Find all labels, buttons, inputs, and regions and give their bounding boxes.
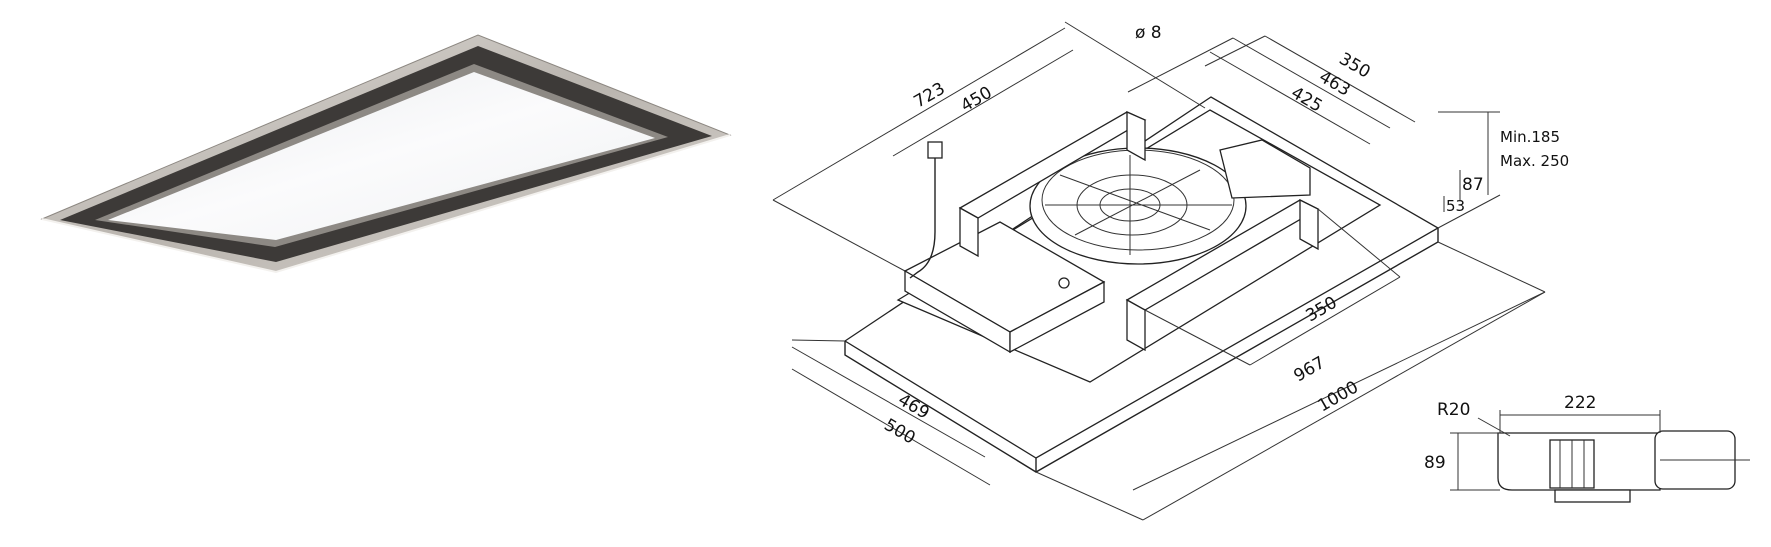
label-87: 87 <box>1462 175 1484 195</box>
motor-block-knob <box>1058 277 1070 289</box>
label-967: 967 <box>1291 353 1329 387</box>
ext-469-500 <box>791 339 846 342</box>
dim-line-723 <box>772 27 1066 201</box>
label-222: 222 <box>1564 393 1596 413</box>
side-view-detail <box>1450 410 1750 503</box>
dim-line-350-top <box>1264 35 1416 123</box>
hood-product-photo <box>40 34 732 274</box>
ext-350-top-a <box>1204 35 1266 67</box>
power-cable <box>909 150 936 279</box>
dim-line-450 <box>892 49 1074 157</box>
label-1000: 1000 <box>1315 377 1362 416</box>
ext-1000-right <box>1437 241 1546 293</box>
dim-line-425 <box>1209 51 1371 145</box>
dim-line-469 <box>791 346 986 458</box>
ext-height-bottom <box>1437 194 1501 229</box>
dim-line-hole <box>1127 37 1234 93</box>
ext-350-rail-left <box>1144 309 1251 366</box>
hood-glass-panel <box>108 72 655 240</box>
side-base-plate <box>1554 489 1631 503</box>
dim-line-1000 <box>1142 291 1546 521</box>
ext-350-rail-right <box>1317 208 1401 278</box>
label-hole-diameter: ø 8 <box>1135 23 1162 43</box>
label-469: 469 <box>895 390 933 424</box>
ext-line-723-right <box>1064 21 1206 109</box>
right-bracket-post-left <box>1126 298 1146 352</box>
dim-line-350-rail <box>1249 276 1401 366</box>
dim-line-463 <box>1232 37 1391 129</box>
power-plug-icon <box>927 141 943 159</box>
duct-outlet <box>1219 139 1311 199</box>
label-500: 500 <box>881 415 919 449</box>
left-bracket-post-left <box>959 206 979 258</box>
left-bracket-post-right <box>1126 110 1146 162</box>
label-89: 89 <box>1424 453 1446 473</box>
label-height-min: Min.185 <box>1500 128 1560 146</box>
ext-line-723-left <box>772 199 906 272</box>
leader-r20 <box>1477 417 1511 437</box>
label-height-max: Max. 250 <box>1500 152 1569 170</box>
motor-block-side <box>1009 280 1105 354</box>
dim-line-967 <box>1132 291 1546 491</box>
hood-frame-highlight <box>41 134 731 274</box>
label-53: 53 <box>1446 197 1465 215</box>
ext-1000-left <box>1035 471 1144 521</box>
isometric-drawing <box>772 21 1546 521</box>
right-bracket-post-right <box>1299 198 1319 251</box>
label-r20: R20 <box>1437 400 1470 420</box>
dim-line-500 <box>791 368 991 486</box>
